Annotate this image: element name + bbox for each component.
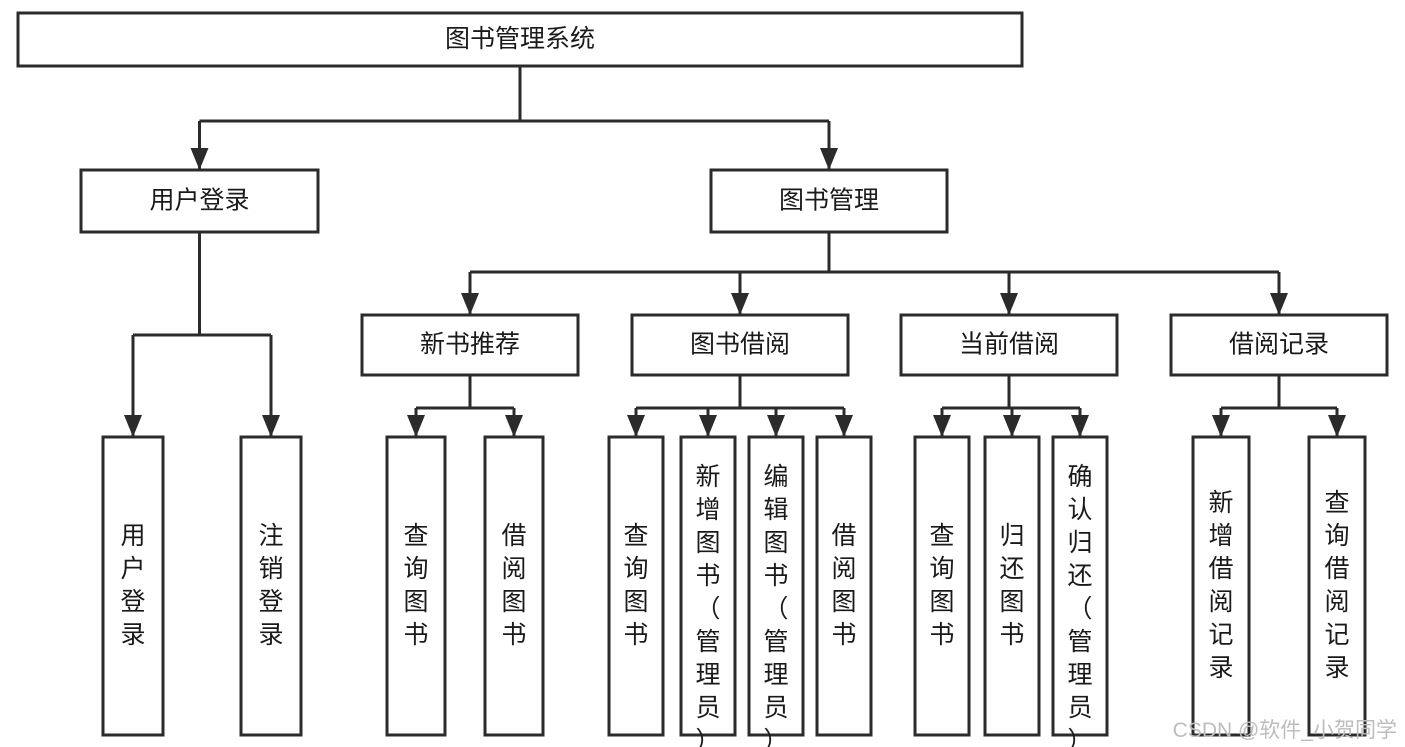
node-leaf-confirm-return[interactable]: 确认归还（管理员） — [1051, 435, 1109, 747]
node-user-login[interactable]: 用户登录 — [79, 168, 320, 234]
node-leaf-user-logout[interactable]: 注销登录 — [239, 435, 303, 737]
node-label-leaf-query-book-borrow: 查询图书 — [623, 522, 648, 649]
node-label-leaf-return-book: 归还图书 — [999, 522, 1024, 649]
node-label-current-borrow: 当前借阅 — [959, 331, 1059, 359]
arrow-icon-l3-borrow-record-0 — [1212, 415, 1230, 437]
node-box-leaf-query-book-borrow — [607, 435, 665, 737]
node-leaf-add-book[interactable]: 新增图书（管理员） — [679, 435, 737, 747]
node-label-leaf-query-book-current: 查询图书 — [929, 522, 954, 649]
node-box-user-login — [79, 168, 320, 234]
node-label-leaf-confirm-return: 确认归还（管理员） — [1067, 463, 1092, 747]
node-leaf-borrow-book[interactable]: 借阅图书 — [815, 435, 873, 737]
arrow-icon-book-manage-0 — [461, 293, 479, 315]
arrow-icon-l3-new-book-recommend-1 — [505, 415, 523, 437]
node-system[interactable]: 图书管理系统 — [16, 11, 1024, 68]
arrow-icon-root-1 — [820, 148, 838, 170]
arrow-icon-book-manage-3 — [1270, 293, 1288, 315]
node-label-system: 图书管理系统 — [445, 25, 595, 53]
node-box-book-manage — [709, 168, 949, 234]
node-leaf-query-book-borrow[interactable]: 查询图书 — [607, 435, 665, 737]
node-leaf-edit-book[interactable]: 编辑图书（管理员） — [747, 435, 805, 747]
node-box-leaf-user-logout — [239, 435, 303, 737]
node-label-leaf-query-book-recommend: 查询图书 — [403, 522, 428, 649]
node-box-current-borrow — [899, 313, 1119, 377]
arrow-icon-l3-book-borrow-1 — [699, 415, 717, 437]
arrow-icon-book-manage-2 — [1000, 293, 1018, 315]
arrow-icon-l3-new-book-recommend-0 — [407, 415, 425, 437]
node-borrow-record[interactable]: 借阅记录 — [1169, 313, 1389, 377]
node-box-leaf-add-book — [679, 435, 737, 737]
node-box-leaf-return-book — [983, 435, 1041, 737]
node-box-leaf-query-borrow-record — [1307, 435, 1367, 737]
watermark-label: CSDN @软件_小贺同学 — [1173, 719, 1397, 742]
arrow-icon-user-login-1 — [262, 415, 280, 437]
node-leaf-query-borrow-record[interactable]: 查询借阅记录 — [1307, 435, 1367, 737]
node-book-borrow[interactable]: 图书借阅 — [630, 313, 850, 377]
arrow-icon-user-login-0 — [124, 415, 142, 437]
node-label-new-book-recommend: 新书推荐 — [420, 331, 520, 359]
node-leaf-borrow-book-recommend[interactable]: 借阅图书 — [483, 435, 545, 737]
arrow-icon-l3-book-borrow-3 — [835, 415, 853, 437]
node-current-borrow[interactable]: 当前借阅 — [899, 313, 1119, 377]
node-box-leaf-edit-book — [747, 435, 805, 737]
node-leaf-user-login[interactable]: 用户登录 — [101, 435, 165, 737]
arrow-icon-root-0 — [190, 148, 209, 170]
node-label-book-manage: 图书管理 — [779, 187, 879, 215]
arrow-icon-l3-borrow-record-1 — [1328, 415, 1346, 437]
node-label-leaf-borrow-book: 借阅图书 — [831, 522, 856, 649]
node-box-new-book-recommend — [360, 313, 580, 377]
node-label-user-login: 用户登录 — [149, 187, 249, 215]
arrow-icon-book-manage-1 — [731, 293, 749, 315]
connector-layer — [124, 66, 1346, 437]
arrow-icon-l3-current-borrow-2 — [1071, 415, 1089, 437]
node-box-leaf-borrow-book — [815, 435, 873, 737]
node-label-book-borrow: 图书借阅 — [690, 331, 790, 359]
node-label-leaf-add-borrow-record: 新增借阅记录 — [1208, 489, 1233, 682]
node-label-leaf-edit-book: 编辑图书（管理员） — [763, 463, 788, 747]
node-box-system — [16, 11, 1024, 68]
node-box-leaf-borrow-book-recommend — [483, 435, 545, 737]
arrow-icon-l3-current-borrow-1 — [1003, 415, 1021, 437]
node-box-leaf-confirm-return — [1051, 435, 1109, 737]
node-new-book-recommend[interactable]: 新书推荐 — [360, 313, 580, 377]
node-leaf-query-book-recommend[interactable]: 查询图书 — [385, 435, 447, 737]
node-layer: 图书管理系统用户登录图书管理新书推荐图书借阅当前借阅借阅记录用户登录注销登录查询… — [16, 11, 1389, 747]
arrow-icon-l3-book-borrow-2 — [767, 415, 785, 437]
arrow-icon-l3-book-borrow-0 — [627, 415, 645, 437]
node-box-leaf-query-book-recommend — [385, 435, 447, 737]
node-leaf-return-book[interactable]: 归还图书 — [983, 435, 1041, 737]
node-box-book-borrow — [630, 313, 850, 377]
node-label-leaf-user-login: 用户登录 — [120, 522, 145, 649]
node-label-borrow-record: 借阅记录 — [1229, 331, 1329, 359]
node-book-manage[interactable]: 图书管理 — [709, 168, 949, 234]
node-box-leaf-add-borrow-record — [1191, 435, 1251, 737]
node-box-leaf-query-book-current — [913, 435, 971, 737]
node-label-leaf-user-logout: 注销登录 — [258, 522, 283, 649]
node-label-leaf-query-borrow-record: 查询借阅记录 — [1324, 489, 1349, 682]
node-box-borrow-record — [1169, 313, 1389, 377]
node-leaf-add-borrow-record[interactable]: 新增借阅记录 — [1191, 435, 1251, 737]
arrow-icon-l3-current-borrow-0 — [933, 415, 951, 437]
node-label-leaf-borrow-book-recommend: 借阅图书 — [501, 522, 526, 649]
node-box-leaf-user-login — [101, 435, 165, 737]
node-label-leaf-add-book: 新增图书（管理员） — [695, 463, 720, 747]
node-leaf-query-book-current[interactable]: 查询图书 — [913, 435, 971, 737]
